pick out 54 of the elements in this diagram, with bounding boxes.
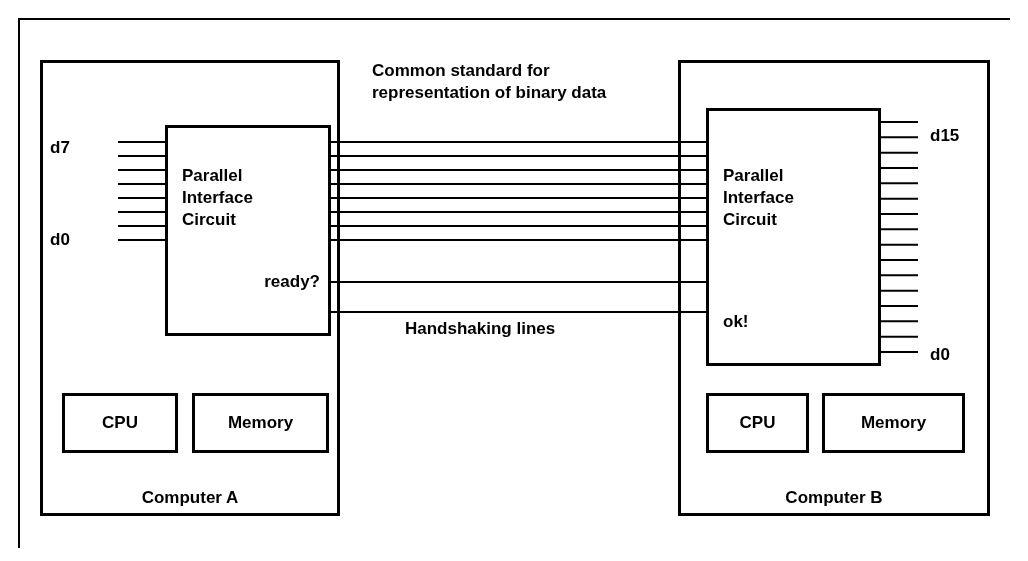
- data-line: [330, 169, 707, 171]
- signal-line: [117, 225, 166, 227]
- signal-line: [117, 239, 166, 241]
- data-line: [330, 155, 707, 157]
- signal-line: [880, 305, 919, 307]
- component-box: Memory: [822, 393, 965, 453]
- circuit-label: Parallel Interface Circuit: [723, 165, 795, 231]
- signal-line: [880, 289, 919, 292]
- signal-label: ready?: [264, 271, 320, 293]
- interface-circuit-box: [165, 125, 331, 336]
- signal-line: [117, 141, 166, 143]
- signal-line: [880, 259, 919, 261]
- signal-line: [880, 151, 919, 154]
- computer-label: Computer A: [140, 487, 240, 509]
- signal-line: [880, 274, 919, 277]
- signal-line: [880, 228, 919, 231]
- component-box: Memory: [192, 393, 329, 453]
- data-line: [330, 211, 707, 213]
- note-text: Handshaking lines: [405, 318, 557, 340]
- data-line: [330, 239, 707, 241]
- circuit-label: Parallel Interface Circuit: [182, 165, 254, 231]
- signal-line: [117, 169, 166, 171]
- component-box: CPU: [62, 393, 178, 453]
- pin-label: d0: [50, 229, 71, 251]
- signal-line: [880, 243, 919, 246]
- data-line: [330, 141, 707, 143]
- pin-label: d0: [930, 344, 951, 366]
- pin-label: d15: [930, 125, 961, 147]
- signal-line: [880, 197, 919, 200]
- interface-circuit-box: [706, 108, 881, 366]
- data-line: [330, 183, 707, 185]
- component-box: CPU: [706, 393, 809, 453]
- signal-line: [880, 121, 919, 123]
- signal-label: ok!: [723, 311, 749, 333]
- signal-line: [880, 335, 919, 338]
- handshake-line: [330, 281, 707, 283]
- signal-line: [880, 136, 919, 139]
- signal-line: [117, 155, 166, 157]
- data-line: [330, 197, 707, 199]
- signal-line: [880, 213, 919, 215]
- computer-label: Computer B: [784, 487, 884, 509]
- signal-line: [117, 197, 166, 199]
- signal-line: [880, 167, 919, 169]
- signal-line: [880, 351, 919, 353]
- note-text: Common standard for representation of binary data: [372, 60, 608, 104]
- signal-line: [880, 320, 919, 323]
- signal-line: [880, 182, 919, 185]
- handshake-line: [330, 311, 707, 313]
- pin-label: d7: [50, 137, 71, 159]
- computer-box: [40, 60, 340, 516]
- signal-line: [117, 183, 166, 185]
- computer-box: [678, 60, 990, 516]
- signal-line: [117, 211, 166, 213]
- data-line: [330, 225, 707, 227]
